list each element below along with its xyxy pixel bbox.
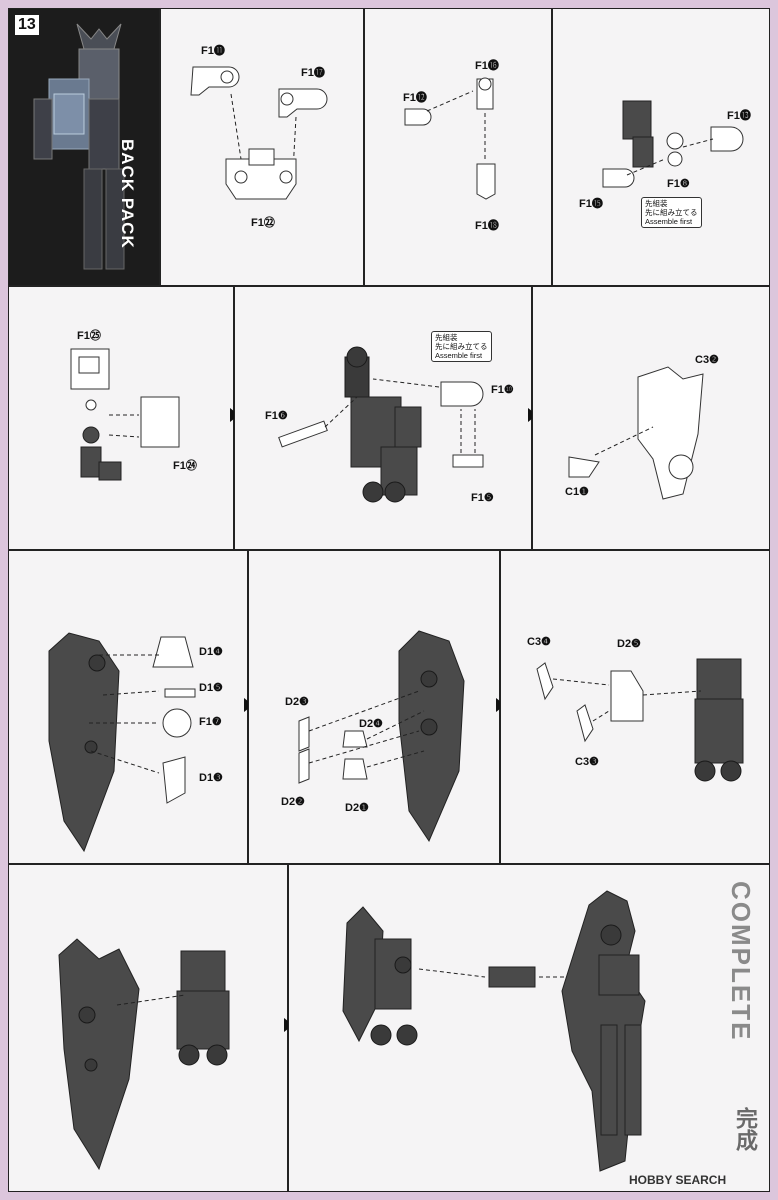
instruction-sheet: 13 BACK PACK F1⓫ F1⓱ F1㉒ xyxy=(8,8,770,1192)
part-label: F1❼ xyxy=(199,716,222,728)
part-label: D2❹ xyxy=(359,718,383,730)
part-label: C3❷ xyxy=(695,354,719,366)
part-label: F1⓫ xyxy=(201,45,225,57)
part-label: F1㉕ xyxy=(77,330,101,342)
step-header-panel: 13 BACK PACK xyxy=(8,8,160,286)
panel-3: F1⓭ F1⓯ F1❽ 先組装 先に組み立てる Assemble first xyxy=(552,8,770,286)
panel-10 xyxy=(8,864,288,1192)
part-label: D2❺ xyxy=(617,638,641,650)
step-number: 13 xyxy=(15,15,39,35)
panel-8: D2❸ D2❹ D2❷ D2❶ xyxy=(248,550,500,864)
part-label: D1❺ xyxy=(199,682,223,694)
part-label: C3❹ xyxy=(527,636,551,648)
panel-4: F1㉕ F1㉔ xyxy=(8,286,234,550)
part-label: F1⓯ xyxy=(579,198,603,210)
panel-11-diagram xyxy=(342,890,646,1172)
panel-9: C3❹ D2❺ C3❸ xyxy=(500,550,770,864)
panel-1-diagram xyxy=(190,66,328,200)
complete-label-jp: 完成 xyxy=(733,1107,758,1151)
panel-10-diagram xyxy=(58,938,230,1171)
note-line: 先組装 xyxy=(435,333,458,342)
part-label: F1㉔ xyxy=(173,460,197,472)
panel-7-diagram xyxy=(48,632,196,853)
panel-5: F1❻ F1❿ F1❺ 先組装 先に組み立てる Assemble first xyxy=(234,286,532,550)
assemble-first-note: 先組装 先に組み立てる Assemble first xyxy=(641,197,702,228)
panel-3-diagram xyxy=(602,100,744,188)
part-label: F1⓱ xyxy=(301,67,325,79)
panel-2-diagram xyxy=(404,77,496,200)
panel-6-diagram xyxy=(568,366,704,500)
note-line: 先組装 xyxy=(645,199,668,208)
panel-2: F1⓬ F1⓰ F1⓲ xyxy=(364,8,552,286)
part-label: F1㉒ xyxy=(251,217,275,229)
panel-9-diagram xyxy=(536,658,744,782)
part-label: F1⓬ xyxy=(403,92,427,104)
part-label: D2❷ xyxy=(281,796,305,808)
step-title: BACK PACK xyxy=(118,139,137,249)
part-label: F1⓭ xyxy=(727,110,751,122)
panel-6: C3❷ C1❶ xyxy=(532,286,770,550)
part-label: D1❸ xyxy=(199,772,223,784)
assemble-first-note: 先組装 先に組み立てる Assemble first xyxy=(431,331,492,362)
robot-silhouette xyxy=(33,23,125,270)
note-line: 先に組み立てる xyxy=(645,208,698,217)
part-label: F1⓰ xyxy=(475,60,499,72)
part-label: F1❻ xyxy=(265,410,288,422)
part-label: D1❹ xyxy=(199,646,223,658)
panel-8-diagram xyxy=(298,630,465,843)
panel-7: D1❹ D1❺ F1❼ D1❸ xyxy=(8,550,248,864)
panel-11: COMPLETE 完成 HOBBY SEARCH xyxy=(288,864,770,1192)
note-line: Assemble first xyxy=(645,217,693,226)
note-line: 先に組み立てる xyxy=(435,342,488,351)
note-line: Assemble first xyxy=(435,351,483,360)
panel-1: F1⓫ F1⓱ F1㉒ xyxy=(160,8,364,286)
panel-5-diagram xyxy=(278,346,484,503)
watermark: HOBBY SEARCH xyxy=(629,1173,727,1187)
part-label: C3❸ xyxy=(575,756,599,768)
part-label: D2❸ xyxy=(285,696,309,708)
part-label: D2❶ xyxy=(345,802,369,814)
part-label: F1⓲ xyxy=(475,220,499,232)
part-label: F1❿ xyxy=(491,384,514,396)
panel-4-diagram xyxy=(70,348,180,481)
part-label: F1❽ xyxy=(667,178,690,190)
part-label: C1❶ xyxy=(565,486,589,498)
complete-label: COMPLETE xyxy=(726,881,756,1042)
part-label: F1❺ xyxy=(471,492,494,504)
